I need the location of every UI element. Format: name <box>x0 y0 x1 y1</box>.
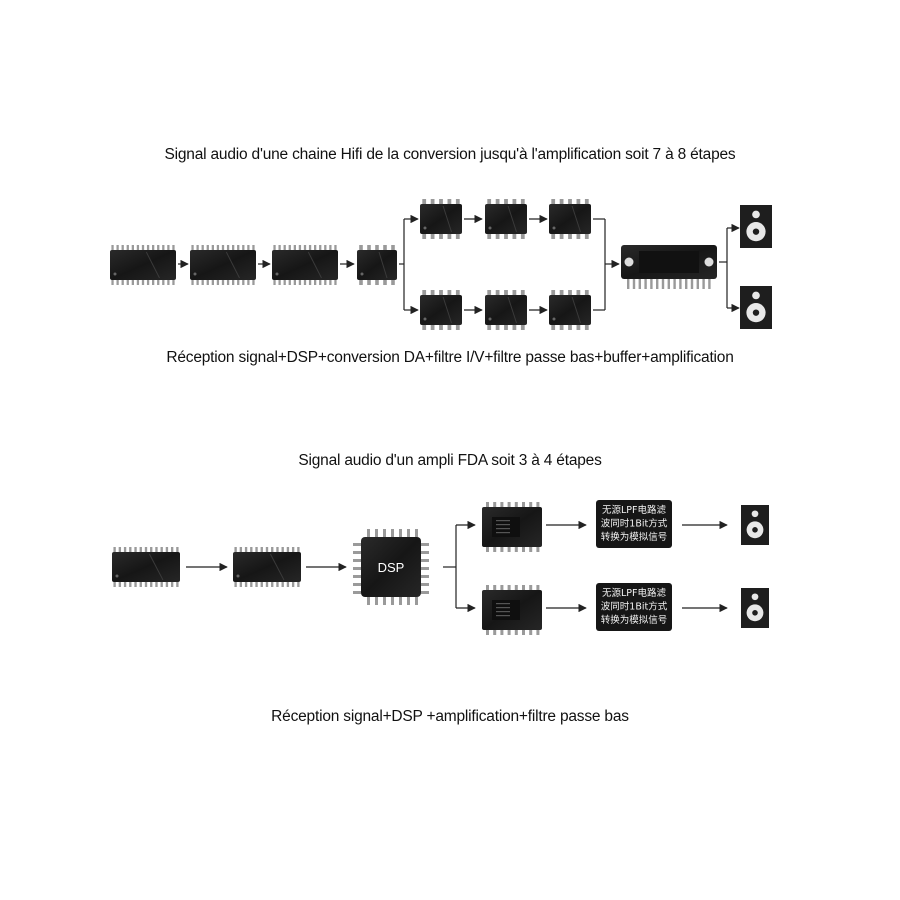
ic-chip-icon <box>420 290 462 330</box>
ic-chip-icon <box>357 245 397 285</box>
filter-box-line: 波同时1Bit方式 <box>601 518 668 530</box>
ic-chip-icon <box>110 245 176 285</box>
filter-box-line: 无源LPF电路滤 <box>602 587 666 599</box>
filter-box-line: 转换为模拟信号 <box>601 531 668 543</box>
ic-chip-icon <box>112 547 180 587</box>
dsp-chip-icon: DSP <box>353 529 429 605</box>
amp-chip-icon <box>482 502 542 552</box>
speaker-icon <box>740 205 772 248</box>
section2-caption: Réception signal+DSP +amplification+filt… <box>271 708 629 725</box>
filter-box-line: 转换为模拟信号 <box>601 614 668 626</box>
speaker-icon <box>741 588 769 628</box>
ic-chip-icon <box>485 199 527 239</box>
ic-chip-icon <box>420 199 462 239</box>
ic-chip-icon <box>549 290 591 330</box>
dsp-label: DSP <box>378 560 405 575</box>
ic-chip-icon <box>233 547 301 587</box>
ic-chip-icon <box>549 199 591 239</box>
speaker-icon <box>740 286 772 329</box>
ic-chip-icon <box>272 245 338 285</box>
section1-title: Signal audio d'une chaine Hifi de la con… <box>164 146 736 163</box>
section2-title: Signal audio d'un ampli FDA soit 3 à 4 é… <box>298 452 602 469</box>
ic-chip-icon <box>190 245 256 285</box>
ic-chip-icon <box>485 290 527 330</box>
speaker-icon <box>741 505 769 545</box>
filter-box-line: 无源LPF电路滤 <box>602 504 666 516</box>
amp-chip-icon <box>482 585 542 635</box>
power-amp-chip-icon <box>621 245 717 289</box>
filter-box-line: 波同时1Bit方式 <box>601 601 668 613</box>
section1-caption: Réception signal+DSP+conversion DA+filtr… <box>166 349 734 366</box>
